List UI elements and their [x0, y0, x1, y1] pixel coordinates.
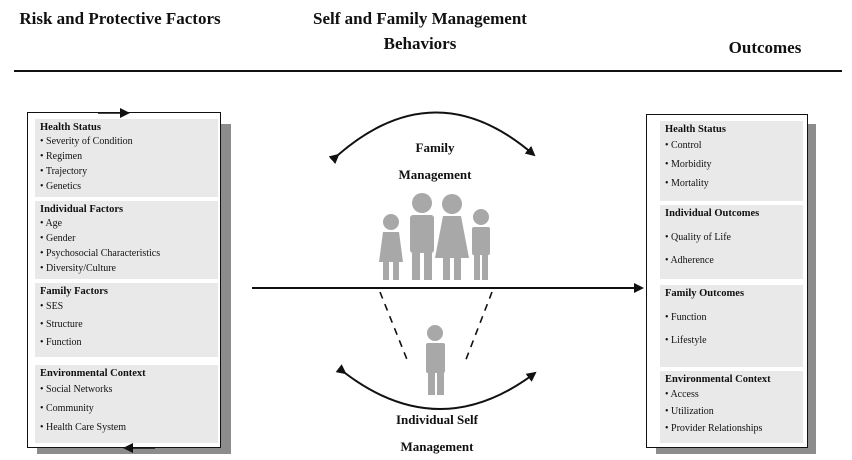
list-item: • Diversity/Culture [40, 263, 116, 274]
dashed-link-left [379, 291, 409, 363]
section-title: Health Status [40, 122, 101, 133]
family-management-label: Family Management [398, 140, 472, 182]
left-section-environmental-context: Environmental Context • Social Networks … [35, 365, 218, 443]
header-outcomes: Outcomes [728, 38, 802, 57]
right-section-family-outcomes: Family Outcomes • Function • Lifestyle [660, 285, 803, 367]
section-title: Individual Factors [40, 204, 124, 215]
right-panel: Health Status • Control • Morbidity • Mo… [646, 114, 808, 448]
section-title: Environmental Context [40, 368, 146, 379]
person-figure-icon [426, 325, 445, 395]
list-item: • Gender [40, 233, 76, 244]
list-item: • Provider Relationships [665, 423, 763, 434]
list-item: • Function [665, 312, 707, 323]
list-item: • Trajectory [40, 166, 88, 177]
list-item: • Access [665, 389, 699, 400]
individual-management-arc-icon [335, 364, 537, 410]
section-title: Family Factors [40, 286, 108, 297]
header-divider [14, 70, 842, 72]
right-section-health-status: Health Status • Control • Morbidity • Mo… [660, 121, 803, 201]
list-item: • Utilization [665, 406, 714, 417]
list-item: • Severity of Condition [40, 136, 133, 147]
list-item: • Control [665, 140, 702, 151]
section-title: Family Outcomes [665, 288, 745, 299]
list-item: • Mortality [665, 178, 709, 189]
list-item: • Adherence [665, 255, 714, 266]
right-section-environmental-context: Environmental Context • Access • Utiliza… [660, 371, 803, 443]
list-item: • Health Care System [40, 422, 126, 433]
family-management-arc-icon [328, 111, 536, 165]
dashed-link-right [464, 291, 493, 363]
family-figures-icon [379, 193, 490, 280]
left-section-individual-factors: Individual Factors • Age • Gender • Psyc… [35, 201, 218, 279]
list-item: • Morbidity [665, 159, 712, 170]
individual-self-management-label: Individual Self Management [395, 412, 478, 454]
section-title: Environmental Context [665, 374, 771, 385]
list-item: • SES [40, 301, 64, 312]
section-title: Individual Outcomes [665, 208, 760, 219]
list-item: • Community [40, 403, 94, 414]
left-section-health-status: Health Status • Severity of Condition • … [35, 119, 218, 197]
list-item: • Lifestyle [665, 335, 707, 346]
list-item: • Psychosocial Characteristics [40, 248, 161, 259]
header-risk-protective-factors: Risk and Protective Factors [19, 9, 221, 28]
list-item: • Quality of Life [665, 232, 731, 243]
section-title: Health Status [665, 124, 726, 135]
header-self-family-management: Self and Family Management Behaviors [313, 9, 527, 53]
list-item: • Age [40, 218, 63, 229]
left-panel: Health Status • Severity of Condition • … [27, 112, 221, 448]
list-item: • Regimen [40, 151, 83, 162]
list-item: • Function [40, 337, 82, 348]
list-item: • Structure [40, 319, 83, 330]
list-item: • Genetics [40, 181, 81, 192]
right-section-individual-outcomes: Individual Outcomes • Quality of Life • … [660, 205, 803, 279]
list-item: • Social Networks [40, 384, 113, 395]
left-section-family-factors: Family Factors • SES • Structure • Funct… [35, 283, 218, 357]
